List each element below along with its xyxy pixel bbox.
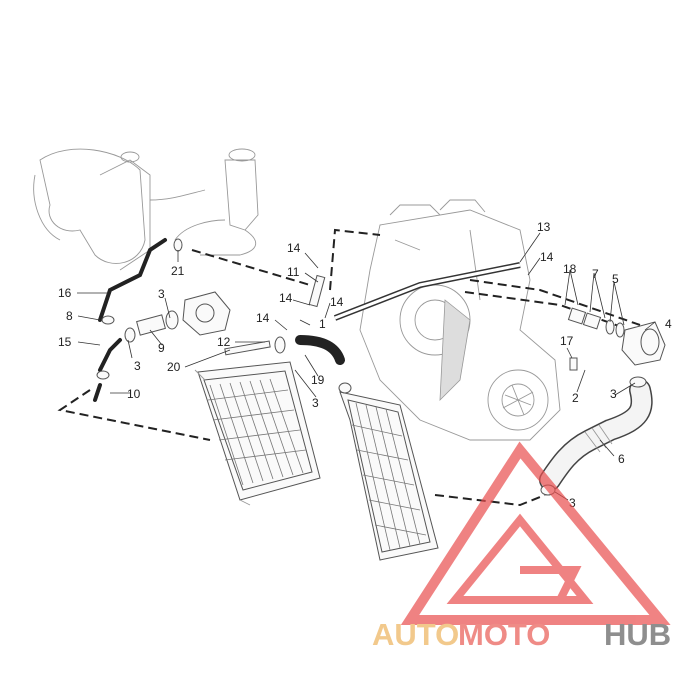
water-pump bbox=[136, 291, 231, 336]
logo-a-stroke bbox=[520, 566, 582, 602]
clamps bbox=[96, 238, 647, 496]
callout-18: 18 bbox=[563, 262, 577, 276]
expansion-tank bbox=[33, 148, 206, 271]
callout-4: 4 bbox=[665, 317, 672, 331]
callout-6: 6 bbox=[618, 452, 625, 466]
callout-21: 21 bbox=[171, 264, 185, 278]
callout-labels: 1 2 3 3 3 3 3 4 5 6 7 8 9 10 11 12 13 14… bbox=[58, 220, 672, 510]
callout-17: 17 bbox=[560, 334, 574, 348]
leader-lines bbox=[77, 232, 656, 501]
callout-20: 20 bbox=[167, 360, 181, 374]
callout-2: 2 bbox=[572, 391, 579, 405]
logo-triangle-outer bbox=[400, 441, 671, 625]
fittings-row bbox=[567, 307, 625, 338]
callout-14-right: 14 bbox=[540, 250, 554, 264]
watermark-hub: HUB bbox=[604, 617, 671, 652]
callout-3-pump: 3 bbox=[158, 287, 165, 301]
callout-13: 13 bbox=[537, 220, 551, 234]
callout-10: 10 bbox=[127, 387, 141, 401]
callout-15: 15 bbox=[58, 335, 72, 349]
callout-11: 11 bbox=[287, 265, 300, 279]
callout-14-center: 14 bbox=[330, 295, 344, 309]
watermark-auto: AUTO bbox=[372, 617, 459, 652]
callout-3-center: 3 bbox=[312, 396, 319, 410]
dashed-lines bbox=[57, 228, 641, 507]
callout-7: 7 bbox=[592, 267, 599, 281]
filler-neck bbox=[174, 148, 259, 256]
callout-5: 5 bbox=[612, 272, 619, 286]
callout-14-top: 14 bbox=[287, 241, 301, 255]
logo-triangle-inner bbox=[446, 513, 594, 604]
callout-19: 19 bbox=[311, 373, 325, 387]
lower-radiator-hose bbox=[539, 379, 653, 491]
watermark-logo bbox=[400, 441, 671, 625]
callout-14-low: 14 bbox=[256, 311, 270, 325]
callout-3-left: 3 bbox=[134, 359, 141, 373]
callout-1: 1 bbox=[319, 317, 326, 331]
left-radiator bbox=[194, 361, 321, 506]
hoses bbox=[93, 238, 521, 402]
callout-12: 12 bbox=[217, 335, 231, 349]
callout-3-lower: 3 bbox=[569, 496, 576, 510]
callout-3-right: 3 bbox=[610, 387, 617, 401]
callout-16: 16 bbox=[58, 286, 72, 300]
watermark-moto: MOTO bbox=[458, 617, 550, 652]
callout-14-mid: 14 bbox=[279, 291, 293, 305]
callout-9: 9 bbox=[158, 341, 165, 355]
right-radiator bbox=[339, 391, 439, 561]
callout-8: 8 bbox=[66, 309, 73, 323]
